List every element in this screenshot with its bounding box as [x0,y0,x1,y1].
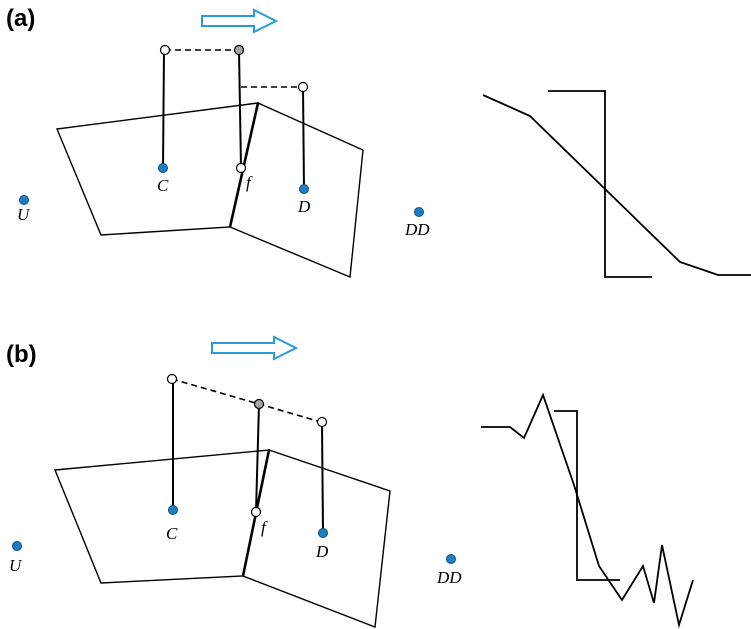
cell-d [242,449,391,628]
cell-c [53,449,270,584]
node-f [250,506,262,518]
stem-f [255,403,260,513]
node-u-label: U [9,556,23,575]
value-marker-f [233,44,245,56]
flow-arrow-icon [211,335,299,361]
node-f [235,162,247,174]
node-u-label: U [17,205,31,224]
reconstruction-line [171,378,322,423]
node-c [168,505,178,515]
stem-c [162,49,165,169]
cell-c [56,102,259,236]
value-marker-c [159,44,171,56]
value-marker-c [166,373,178,385]
panel-b: (b) U C f D DD [6,335,694,629]
numerical-oscillating-profile [481,392,694,629]
node-dd [414,207,424,217]
stem-d [302,86,305,190]
node-dd [446,554,456,564]
flow-arrow-icon [201,8,279,34]
panel-a-label: (a) [6,5,35,32]
node-c-label: C [166,524,178,543]
node-c [158,163,168,173]
panel-b-label: (b) [6,341,37,368]
value-marker-d [316,416,328,428]
node-c-label: C [157,176,169,195]
numerical-smooth-profile [482,94,751,276]
node-d-label: D [297,197,311,216]
exact-step-profile [548,90,652,278]
exact-step-profile [554,410,620,581]
node-d-label: D [315,542,329,561]
node-f-label: f [246,173,253,192]
node-dd-label: DD [436,568,462,587]
node-u [12,541,22,551]
stem-d [321,422,324,533]
node-dd-label: DD [404,220,430,239]
node-d [318,528,328,538]
stem-f [238,49,242,169]
value-marker-f [253,398,265,410]
node-f-label: f [261,518,268,537]
node-d [299,184,309,194]
node-u [19,195,29,205]
value-marker-d [297,81,309,93]
panel-a: (a) U C f D DD [6,5,751,279]
